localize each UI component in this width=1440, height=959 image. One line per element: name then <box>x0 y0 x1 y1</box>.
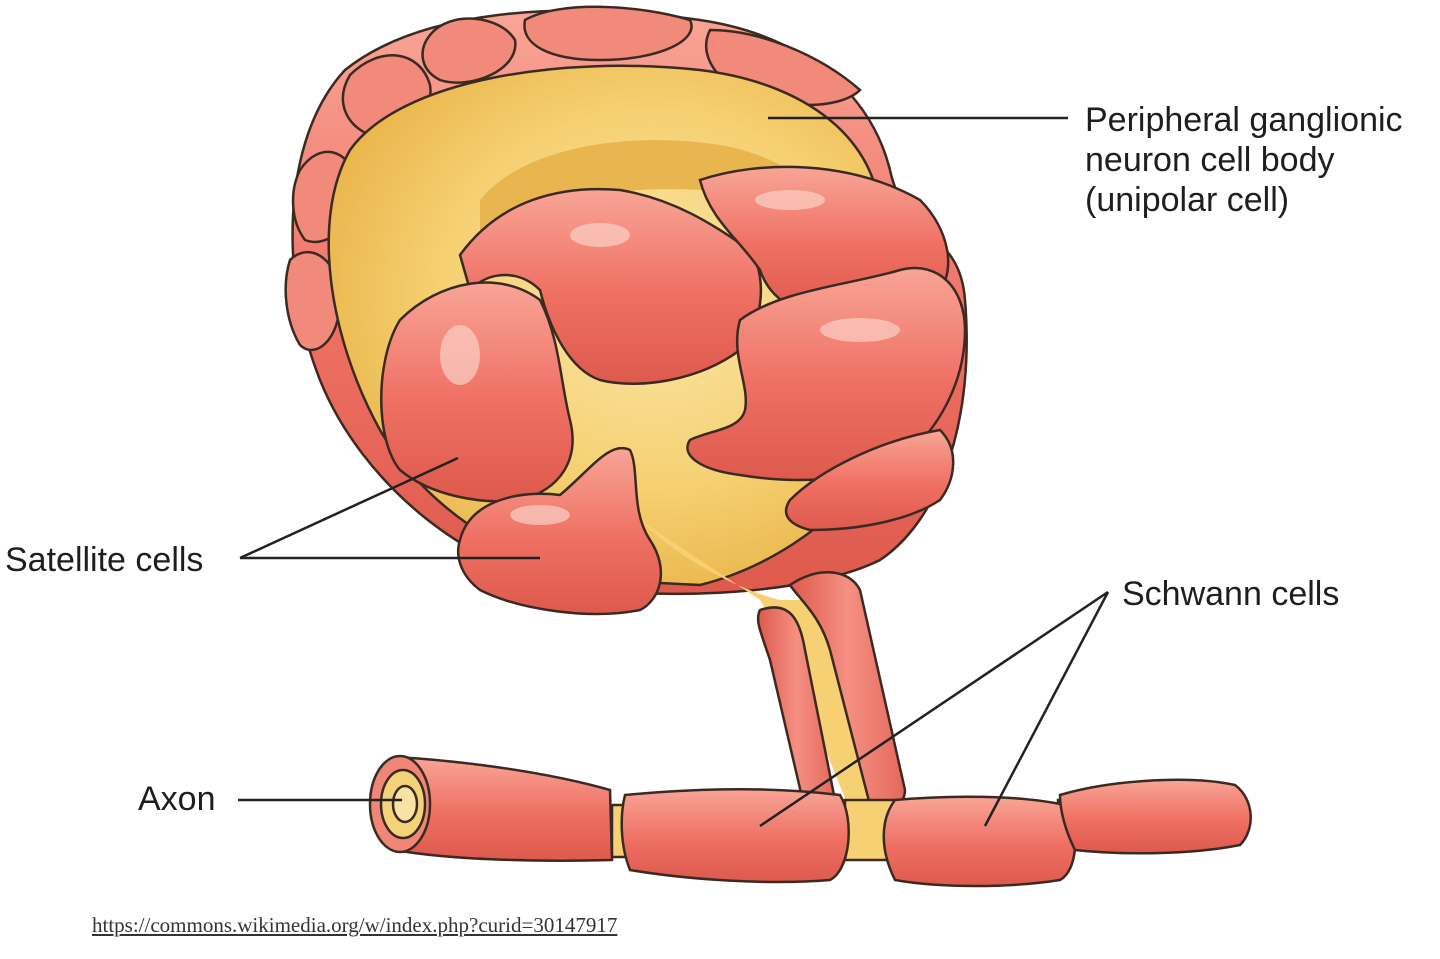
axon-end-core <box>391 784 419 824</box>
cell-highlights <box>440 190 900 525</box>
top-bump-1 <box>421 17 517 84</box>
label-schwann-cells: Schwann cells <box>1122 575 1340 613</box>
source-link[interactable]: https://commons.wikimedia.org/w/index.ph… <box>92 913 618 937</box>
leader-satellite-1 <box>239 456 459 560</box>
label-peripheral-line2: neuron cell body <box>1085 141 1335 179</box>
axon-stem-yellow <box>640 520 900 810</box>
label-peripheral-ganglionic-neuron: Peripheral ganglionic neuron cell body (… <box>1085 100 1403 220</box>
schwann-segment-2 <box>620 787 850 884</box>
top-bump-2 <box>523 5 693 62</box>
label-peripheral-line1: Peripheral ganglionic <box>1085 101 1403 139</box>
label-axon: Axon <box>138 780 216 818</box>
left-bump-3 <box>284 250 342 352</box>
cell-body-inner-shade <box>480 140 840 250</box>
satellite-cell-bottom-right <box>784 428 955 532</box>
label-peripheral-line3: (unipolar cell) <box>1085 181 1290 219</box>
schwann-segment-3 <box>882 795 1077 888</box>
horizontal-axon <box>368 754 1252 888</box>
schwann-segment-4 <box>1058 778 1252 855</box>
schwann-segment-1 <box>393 755 614 862</box>
front-satellite-cells <box>380 165 967 616</box>
leader-schwann-1 <box>759 590 1109 828</box>
satellite-cell-bottom-left <box>456 446 663 616</box>
satellite-cell-left <box>380 281 574 503</box>
label-satellite-cells: Satellite cells <box>5 541 204 579</box>
leader-schwann-2 <box>983 591 1110 827</box>
leader-lines <box>238 116 1110 828</box>
